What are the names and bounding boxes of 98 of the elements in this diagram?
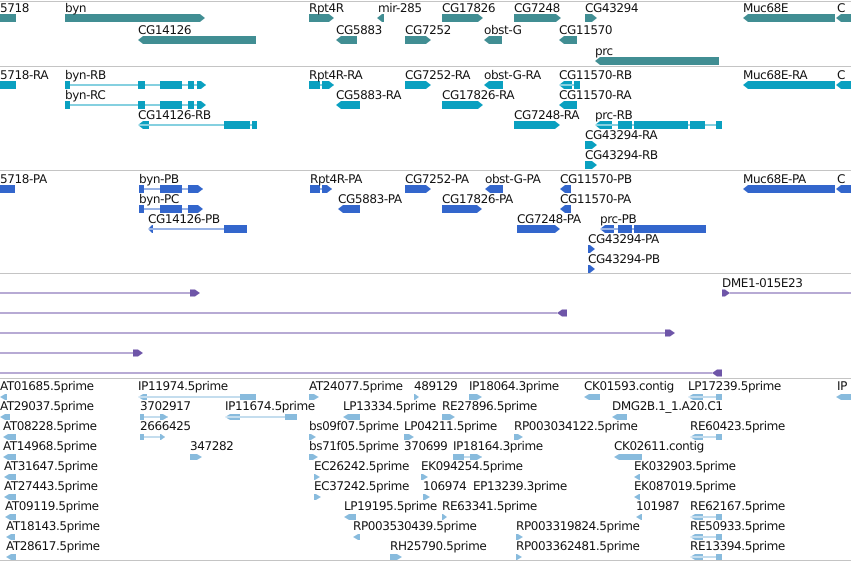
feature-label: Muc68E [743,1,788,15]
feature-label: byn-RC [65,88,106,102]
feature-label: AT09119.5prime [5,499,99,513]
feature-label: DME1-015E23 [722,276,802,290]
feature-label: byn-RB [65,68,106,82]
feature-label: RE27896.5prime [442,399,537,413]
feature-label: 370699 [404,439,448,453]
feature-label: AT27443.5prime [4,479,98,493]
feature-label: CG43294-RA [585,128,658,142]
feature-label: 5718 [0,1,29,15]
feature-label: RP003319824.5prime [516,519,640,533]
feature-label: EP13239.3prime [473,479,567,493]
feature-label: CG7252-RA [405,68,470,82]
feature-label: CG5883-PA [338,192,402,206]
feature-label: 3702917 [140,399,191,413]
feature-label: CG43294 [585,1,638,15]
feature-label: prc-PB [600,212,636,226]
feature-label: AT01685.5prime [0,379,94,393]
feature-label: 101987 [636,499,680,513]
feature-label: CG14126-PB [148,212,220,226]
feature-label: IP11674.5prime [225,399,315,413]
feature-label: byn-PC [139,192,179,206]
feature-label: mir-285 [378,1,422,15]
feature-label: LP19195.5prime [344,499,437,513]
feature-label: 347282 [190,439,234,453]
feature-label: CG43294-PA [588,232,659,246]
feature-label: 5718-PA [0,172,47,186]
feature-label: prc [595,44,613,58]
feature-label: byn [65,1,86,15]
feature-label: AT18143.5prime [6,519,100,533]
feature-label: RE50933.5prime [690,519,785,533]
feature-label: CG7252 [405,23,451,37]
feature-label: CK01593.contig [584,379,674,393]
feature-label: CG17826-PA [442,192,513,206]
feature-label: RE60423.5prime [690,419,785,433]
feature-label: CG5883-RA [336,88,402,102]
feature-label: CG7252-PA [405,172,469,186]
feature-label: IP11974.5prime [138,379,228,393]
feature-label: IP18164.3prime [453,439,543,453]
feature-label: LP17239.5prime [688,379,781,393]
feature-label: RH25790.5prime [390,539,486,553]
feature-label: CG14126 [138,23,192,37]
feature-label: RE63341.5prime [442,499,537,513]
feature-label: 106974 [423,479,466,493]
feature-label: bs09f07.5prime [309,419,398,433]
feature-label: Muc68E-PA [743,172,806,186]
feature-label: AT29037.5prime [0,399,94,413]
feature-label: AT08228.5prime [3,419,97,433]
feature-label: LP04211.5prime [404,419,497,433]
feature-label: DMG2B.1_1.A20.C1 [612,399,723,413]
feature-label: EK032903.5prime [634,459,736,473]
feature-label: byn-PB [139,172,179,186]
feature-label: CG11570-RB [559,68,632,82]
feature-label: C [837,172,845,186]
feature-label: obst-G-PA [485,172,540,186]
feature-label: bs71f05.5prime [309,439,398,453]
feature-label: CK02611.contig [614,439,704,453]
feature-label: 2666425 [140,419,191,433]
feature-label: EK094254.5prime [421,459,523,473]
feature-label: RP003362481.5prime [516,539,640,553]
feature-label: CG11570-PA [560,192,631,206]
feature-label: EK087019.5prime [634,479,736,493]
feature-label: EC26242.5prime [314,459,409,473]
feature-label: 489129 [414,379,458,393]
feature-label: RE13394.5prime [690,539,785,553]
feature-label: AT24077.5prime [309,379,403,393]
feature-label: AT31647.5prime [4,459,98,473]
feature-label: CG11570 [559,23,612,37]
feature-label: EC37242.5prime [314,479,409,493]
feature-label: 5718-RA [0,68,48,82]
feature-label: CG17826-RA [442,88,514,102]
feature-label: IP [837,379,847,393]
feature-label: AT28617.5prime [6,539,100,553]
feature-label: obst-G [484,23,522,37]
feature-label: CG17826 [442,1,496,15]
feature-label: prc-RB [595,108,632,122]
feature-label: C [837,1,845,15]
feature-label: Rpt4R [309,1,344,15]
feature-label: LP13334.5prime [343,399,436,413]
feature-label: CG43294-RB [585,148,658,162]
feature-label: C [837,68,845,82]
feature-label: RE62167.5prime [690,499,785,513]
feature-label: CG43294-PB [588,252,660,266]
feature-label: CG11570-RA [559,88,632,102]
feature-label: Rpt4R-PA [310,172,362,186]
feature-label: CG7248-RA [514,108,580,122]
feature-label: Rpt4R-RA [309,68,362,82]
feature-label: Muc68E-RA [743,68,808,82]
feature-label: IP18064.3prime [469,379,559,393]
feature-label: obst-G-RA [484,68,541,82]
feature-label: AT14968.5prime [3,439,97,453]
feature-label: RP003530439.5prime [353,519,476,533]
feature-label: CG7248-PA [517,212,581,226]
feature-label: CG7248 [514,1,560,15]
feature-label: RP003034122.5prime [514,419,638,433]
feature-label: CG14126-RB [138,108,211,122]
feature-label: CG11570-PB [560,172,632,186]
feature-label: CG5883 [336,23,382,37]
